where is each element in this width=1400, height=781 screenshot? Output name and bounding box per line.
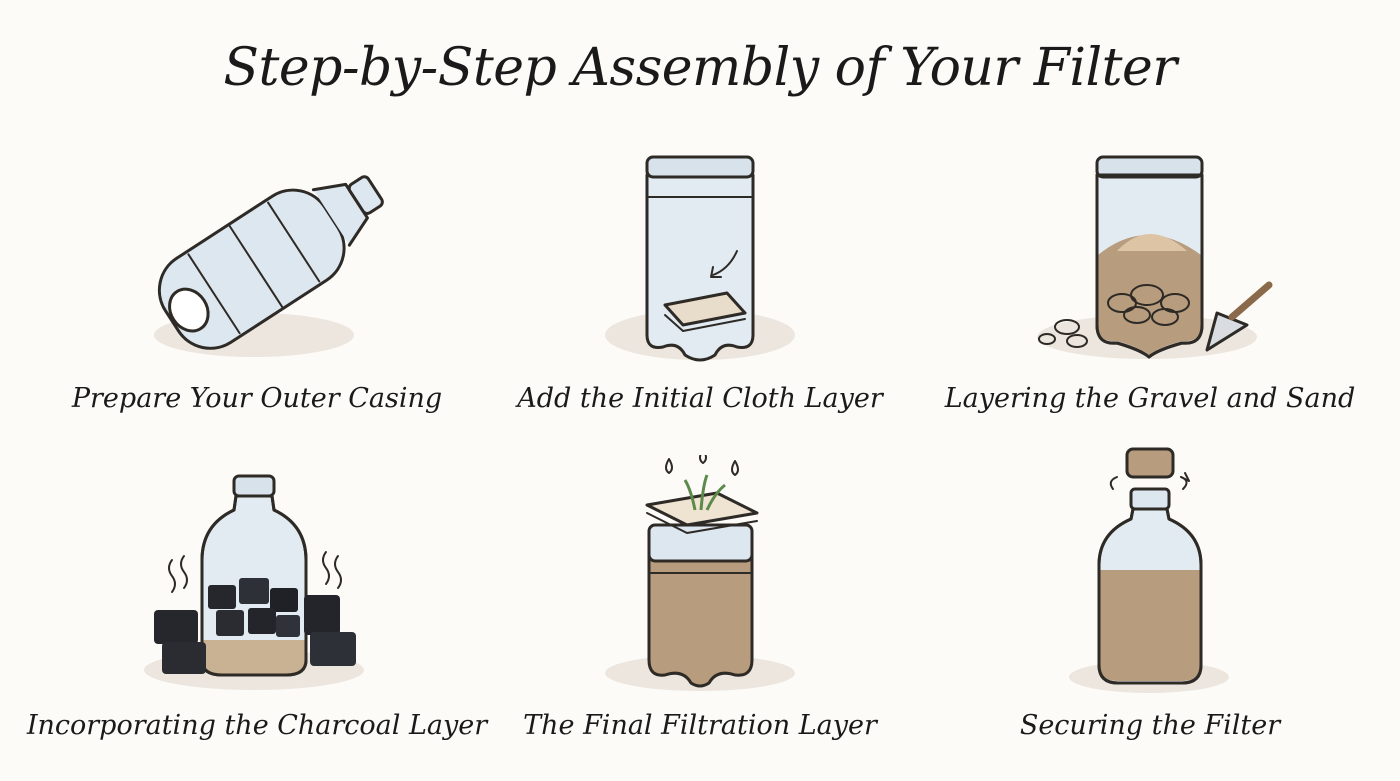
step-prepare-casing: Prepare Your Outer Casing — [24, 145, 490, 425]
bottle-with-cap-icon — [1069, 447, 1229, 693]
step-caption: Securing the Filter — [1019, 710, 1281, 741]
step-caption: Incorporating the Charcoal Layer — [26, 710, 488, 741]
step-final-filtration: The Final Filtration Layer — [467, 455, 933, 750]
step-cloth-layer: Add the Initial Cloth Layer — [467, 145, 933, 425]
jar-with-gravel-sand-icon — [1037, 155, 1273, 359]
step-caption: The Final Filtration Layer — [523, 710, 877, 741]
step-charcoal-layer: Incorporating the Charcoal Layer — [24, 470, 490, 750]
jar-with-cloth-icon — [605, 155, 795, 362]
step-gravel-sand: Layering the Gravel and Sand — [917, 145, 1383, 425]
step-caption: Prepare Your Outer Casing — [71, 383, 443, 414]
step-caption: Add the Initial Cloth Layer — [517, 383, 883, 414]
page-title: Step-by-Step Assembly of Your Filter — [223, 38, 1177, 98]
tilted-bottle-icon — [154, 175, 384, 357]
step-securing-filter: Securing the Filter — [917, 445, 1383, 750]
bottle-with-charcoal-icon — [144, 474, 364, 690]
jar-with-filter-top-icon — [605, 455, 795, 691]
step-caption: Layering the Gravel and Sand — [944, 383, 1356, 414]
